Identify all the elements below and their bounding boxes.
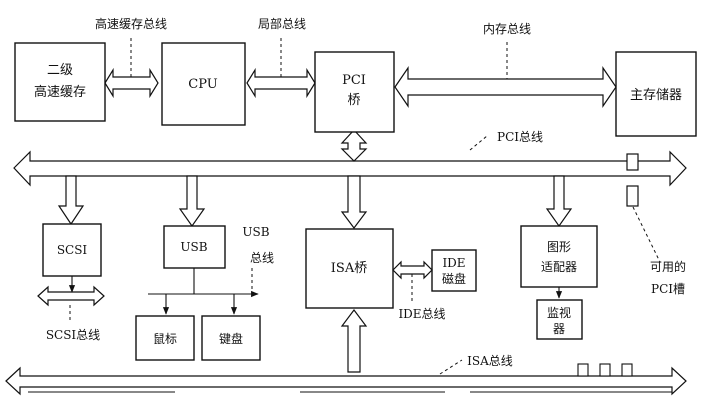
scsi-bus-label: SCSI总线 xyxy=(46,328,100,342)
cpu-box xyxy=(161,42,246,126)
pci-bridge-label-2: 桥 xyxy=(347,93,360,108)
monitor-label-2: 器 xyxy=(553,322,565,336)
pci-to-isa-arrow xyxy=(340,175,368,229)
scsi-box xyxy=(42,223,102,277)
local-bus-label: 局部总线 xyxy=(258,16,306,31)
l2-cache-label-2: 高速缓存 xyxy=(34,84,86,100)
available-pci-slot-label-2: PCI槽 xyxy=(651,282,685,296)
isa-slot-2 xyxy=(599,363,611,377)
usb-bus-label-1: USB xyxy=(242,225,269,239)
l2-cache-box xyxy=(14,42,106,122)
pci-to-scsi-arrow xyxy=(57,175,85,226)
graphics-adapter-box xyxy=(520,225,598,288)
ide-disk-box xyxy=(431,249,477,292)
ide-disk-label-2: 磁盘 xyxy=(442,271,466,286)
ide-bus-arrow xyxy=(392,260,433,280)
available-pci-slot-label-1: 可用的 xyxy=(650,259,686,274)
isa-to-bridge-arrow xyxy=(340,309,368,373)
pci-slot-leader xyxy=(632,206,661,263)
mouse-box xyxy=(135,315,195,361)
keyboard-box xyxy=(201,315,261,361)
isa-bus-leader xyxy=(439,359,463,375)
cpu-label: CPU xyxy=(188,77,217,92)
pci-to-usb-arrow xyxy=(178,175,206,228)
mouse-label: 鼠标 xyxy=(153,332,177,346)
pci-bus-leader xyxy=(469,135,488,151)
usb-label: USB xyxy=(180,240,207,254)
isa-slot-3 xyxy=(621,363,633,377)
cache-bus-label: 高速缓存总线 xyxy=(95,16,167,31)
keyboard-label: 键盘 xyxy=(219,331,243,346)
main-memory-label: 主存储器 xyxy=(630,88,682,103)
scsi-label: SCSI xyxy=(57,243,88,257)
monitor-box xyxy=(536,299,583,340)
usb-bus-label-2: 总线 xyxy=(250,251,274,265)
isa-bus-arrow xyxy=(5,366,687,396)
pci-slot-lower xyxy=(626,185,639,207)
graphics-adapter-label-2: 适配器 xyxy=(541,260,577,274)
ide-bus-label: IDE总线 xyxy=(398,307,445,321)
isa-bus-label: ISA总线 xyxy=(467,354,513,368)
cache-bus-arrow xyxy=(104,67,159,99)
local-bus-arrow xyxy=(246,67,316,99)
scsi-bus-arrow xyxy=(37,285,105,307)
pci-slot-upper xyxy=(626,153,639,171)
l2-cache-label-1: 二级 xyxy=(47,63,73,78)
pci-bridge-label-1: PCI xyxy=(342,73,366,88)
memory-bus-label: 内存总线 xyxy=(483,22,531,36)
ide-disk-label-1: IDE xyxy=(442,256,465,270)
pci-bus-label: PCI总线 xyxy=(497,130,543,144)
isa-bridge-label: ISA桥 xyxy=(331,261,367,276)
pci-bridge-link-arrow xyxy=(340,129,368,162)
pci-bridge-box xyxy=(314,51,395,133)
isa-bridge-box xyxy=(305,228,394,309)
pci-to-graphics-arrow xyxy=(545,175,573,228)
pci-bus-arrow xyxy=(13,150,687,187)
memory-bus-arrow xyxy=(394,66,617,108)
monitor-label-1: 监视 xyxy=(547,305,571,320)
main-memory-box xyxy=(615,51,697,137)
isa-slot-1 xyxy=(577,363,589,377)
graphics-adapter-label-1: 图形 xyxy=(547,240,571,254)
